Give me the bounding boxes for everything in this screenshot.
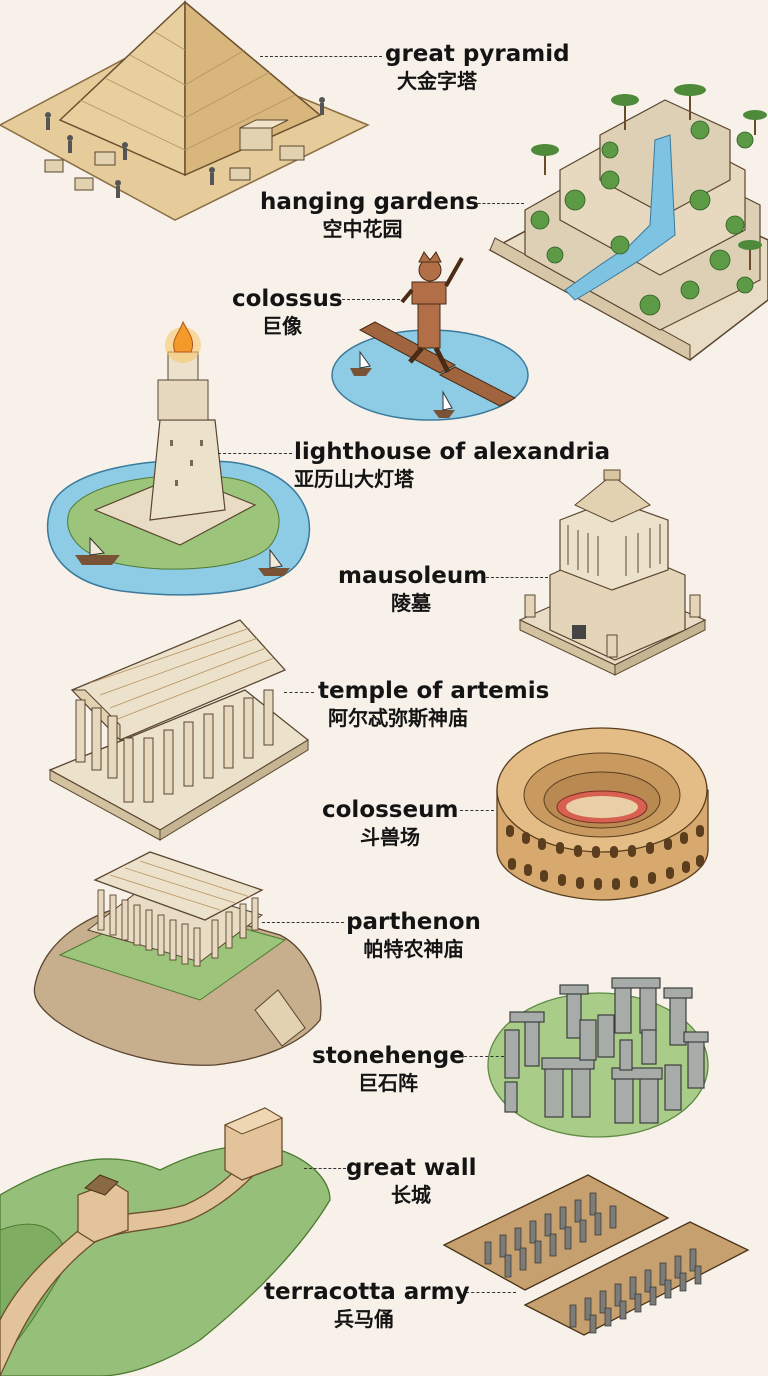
leader-line-hanging-gardens xyxy=(468,203,524,204)
hanging-gardens-illustration xyxy=(488,84,768,361)
leader-line-lighthouse xyxy=(218,453,292,454)
wonder-label-great-pyramid: great pyramid 大金字塔 xyxy=(385,40,570,94)
label-english: mausoleum xyxy=(338,563,488,589)
label-english: lighthouse of alexandria xyxy=(294,439,611,465)
parthenon-illustration xyxy=(33,851,322,1066)
wonder-label-colosseum: colosseum 斗兽场 xyxy=(322,796,458,850)
wonder-label-temple-of-artemis: temple of artemis 阿尔忒弥斯神庙 xyxy=(318,677,550,731)
leader-line-colosseum xyxy=(460,810,494,811)
colosseum-illustration xyxy=(496,727,709,901)
leader-line-colossus xyxy=(342,299,400,300)
leader-line-terracotta-army xyxy=(466,1292,516,1293)
terracotta-army-illustration xyxy=(442,1174,750,1336)
wonder-label-great-wall: great wall 长城 xyxy=(346,1154,476,1208)
label-chinese: 巨像 xyxy=(262,314,302,338)
great-wall-illustration xyxy=(0,1107,331,1376)
wonder-label-stonehenge: stonehenge 巨石阵 xyxy=(312,1042,465,1096)
label-english: great wall xyxy=(346,1155,477,1181)
leader-line-mausoleum xyxy=(486,577,548,578)
colossus-illustration xyxy=(331,251,529,421)
label-chinese: 阿尔忒弥斯神庙 xyxy=(328,706,468,730)
mausoleum-illustration xyxy=(518,469,707,676)
lighthouse-illustration xyxy=(46,320,311,596)
label-chinese: 长城 xyxy=(391,1183,431,1207)
wonder-label-mausoleum: mausoleum 陵墓 xyxy=(338,562,488,616)
label-chinese: 兵马俑 xyxy=(334,1307,394,1331)
label-english: temple of artemis xyxy=(318,678,550,704)
label-chinese: 空中花园 xyxy=(322,217,403,241)
label-chinese: 帕特农神庙 xyxy=(363,937,464,961)
label-english: terracotta army xyxy=(264,1279,470,1305)
leader-line-stonehenge xyxy=(464,1056,504,1057)
label-chinese: 陵墓 xyxy=(391,591,431,615)
wonder-label-hanging-gardens: hanging gardens 空中花园 xyxy=(260,188,479,242)
wonder-label-lighthouse: lighthouse of alexandria 亚历山大灯塔 xyxy=(294,438,611,492)
wonder-label-terracotta-army: terracotta army 兵马俑 xyxy=(264,1278,470,1332)
label-chinese: 斗兽场 xyxy=(360,825,420,849)
stonehenge-illustration xyxy=(487,977,709,1138)
label-english: hanging gardens xyxy=(260,189,479,215)
label-english: colosseum xyxy=(322,797,459,823)
leader-line-great-pyramid xyxy=(260,56,382,57)
wonder-label-colossus: colossus 巨像 xyxy=(232,285,343,339)
leader-line-temple-of-artemis xyxy=(284,692,314,693)
label-english: parthenon xyxy=(346,909,481,935)
leader-line-parthenon xyxy=(262,922,344,923)
wonder-label-parthenon: parthenon 帕特农神庙 xyxy=(346,908,481,962)
great-pyramid-illustration xyxy=(0,0,370,221)
label-english: great pyramid xyxy=(385,41,570,67)
label-chinese: 亚历山大灯塔 xyxy=(294,467,414,491)
leader-line-great-wall xyxy=(304,1168,346,1169)
label-english: stonehenge xyxy=(312,1043,465,1069)
temple-of-artemis-illustration xyxy=(48,619,310,841)
label-chinese: 大金字塔 xyxy=(397,69,477,93)
label-chinese: 巨石阵 xyxy=(358,1071,418,1095)
label-english: colossus xyxy=(232,286,343,312)
